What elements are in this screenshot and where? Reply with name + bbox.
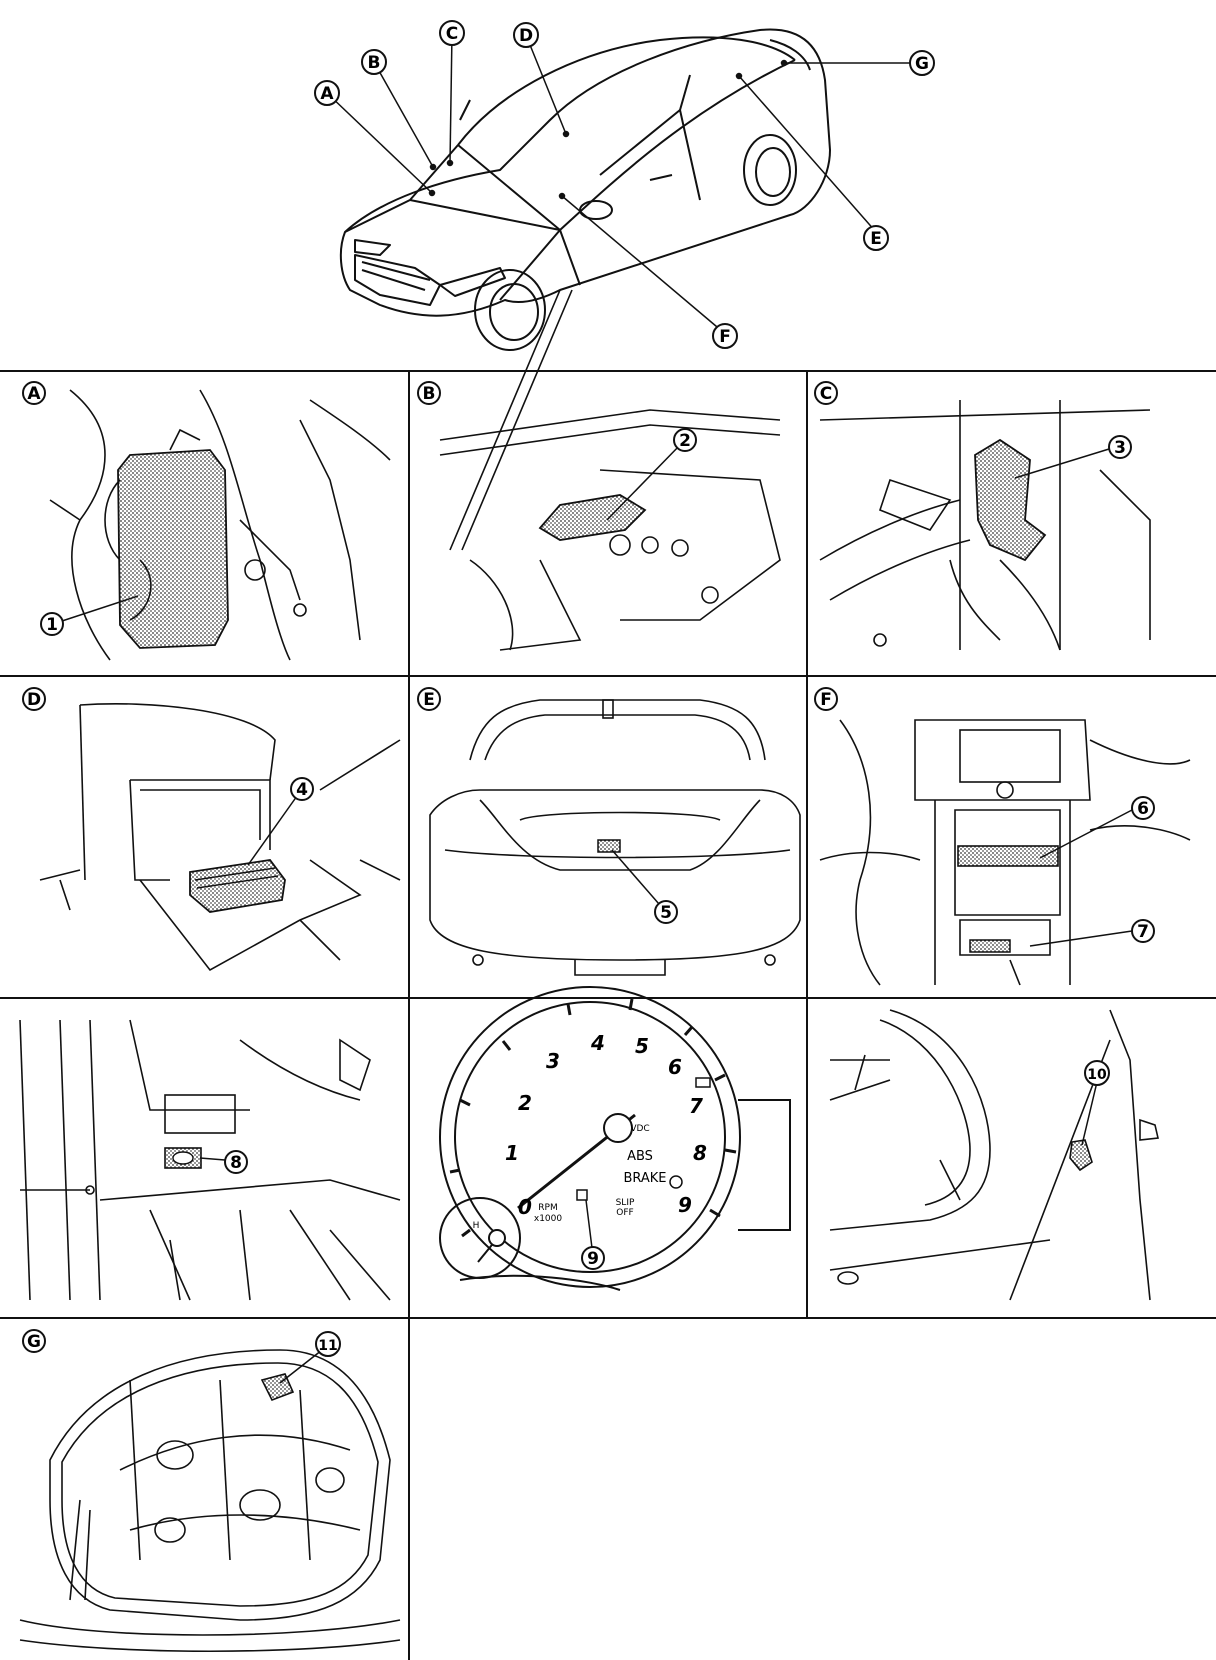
overview-label-g: G: [909, 50, 935, 76]
svg-text:x1000: x1000: [534, 1214, 563, 1224]
svg-text:E: E: [423, 690, 435, 710]
callout-3: 3: [1108, 435, 1132, 459]
svg-text:6: 6: [1137, 799, 1149, 819]
svg-text:3: 3: [546, 1049, 560, 1073]
svg-text:11: 11: [318, 1338, 337, 1354]
panel-9-cluster: 0 1 2 3 4 5 6 7 8 9 RPM x1000 ABS BRAKE …: [439, 986, 791, 1291]
callout-7: 7: [1131, 919, 1155, 943]
callout-4: 4: [290, 777, 314, 801]
svg-text:2: 2: [679, 431, 691, 451]
panel-grid: [0, 370, 1216, 1660]
svg-text:H: H: [473, 1221, 480, 1231]
callout-2: 2: [673, 428, 697, 452]
svg-text:7: 7: [689, 1094, 703, 1118]
overview-label-f: F: [712, 323, 738, 349]
svg-text:VDC: VDC: [630, 1124, 649, 1134]
panel-8: 8: [19, 1019, 401, 1301]
callout-10: 10: [1084, 1060, 1110, 1086]
svg-text:9: 9: [678, 1193, 692, 1217]
svg-text:RPM: RPM: [538, 1203, 557, 1213]
callout-9: 9: [581, 1246, 605, 1270]
warning-light-icon: [576, 1175, 683, 1201]
svg-text:SLIP: SLIP: [616, 1198, 635, 1208]
svg-text:E: E: [870, 229, 882, 249]
svg-text:6: 6: [668, 1055, 682, 1079]
panel-d: D 4: [22, 687, 401, 972]
panel-b: B 2: [417, 289, 781, 651]
overview-leaders: [326, 32, 910, 333]
svg-text:9: 9: [587, 1249, 599, 1269]
svg-text:C: C: [446, 24, 458, 44]
overview-label-d: D: [513, 22, 539, 48]
panel-10: 10: [829, 1009, 1159, 1301]
overview-label-c: C: [439, 20, 465, 46]
svg-text:0: 0: [518, 1195, 532, 1219]
tach-numbers: 0 1 2 3 4 5 6 7 8 9: [505, 1031, 707, 1219]
svg-text:OFF: OFF: [616, 1208, 633, 1218]
tach-ticks: [449, 998, 737, 1238]
svg-text:G: G: [27, 1332, 41, 1352]
svg-text:7: 7: [1137, 922, 1149, 942]
svg-text:B: B: [423, 384, 436, 404]
svg-text:A: A: [27, 384, 41, 404]
svg-text:4: 4: [296, 780, 308, 800]
svg-text:B: B: [368, 53, 381, 73]
svg-text:5: 5: [660, 903, 672, 923]
overview-label-a: A: [314, 80, 340, 106]
callout-11: 11: [315, 1331, 341, 1357]
callout-5: 5: [654, 900, 678, 924]
callout-6: 6: [1131, 796, 1155, 820]
callout-1: 1: [40, 612, 64, 636]
svg-text:3: 3: [1114, 438, 1126, 458]
panel-e: E 5: [417, 687, 801, 976]
panel-a: A 1: [22, 381, 391, 661]
svg-text:10: 10: [1087, 1067, 1107, 1083]
svg-text:ABS: ABS: [627, 1149, 653, 1164]
svg-text:1: 1: [46, 615, 58, 635]
svg-text:1: 1: [505, 1141, 519, 1165]
svg-text:F: F: [719, 327, 731, 347]
svg-text:A: A: [320, 84, 334, 104]
svg-text:2: 2: [518, 1091, 532, 1115]
svg-text:G: G: [915, 54, 929, 74]
panel-f: F 6 7: [814, 687, 1191, 986]
svg-text:D: D: [27, 690, 41, 710]
svg-text:4: 4: [590, 1031, 605, 1055]
svg-text:F: F: [820, 690, 832, 710]
svg-text:5: 5: [635, 1034, 649, 1058]
panel-c: C 3: [814, 381, 1151, 651]
svg-text:8: 8: [693, 1141, 707, 1165]
svg-text:BRAKE: BRAKE: [623, 1171, 666, 1186]
overview-label-e: E: [863, 225, 889, 251]
svg-text:C: C: [820, 384, 832, 404]
svg-text:D: D: [519, 26, 533, 46]
overview-label-b: B: [361, 49, 387, 75]
car-overview: [339, 28, 831, 351]
callout-8: 8: [224, 1150, 248, 1174]
svg-text:8: 8: [230, 1153, 242, 1173]
panel-g: G 11: [19, 1329, 401, 1653]
indicator-icon: [695, 1077, 711, 1088]
